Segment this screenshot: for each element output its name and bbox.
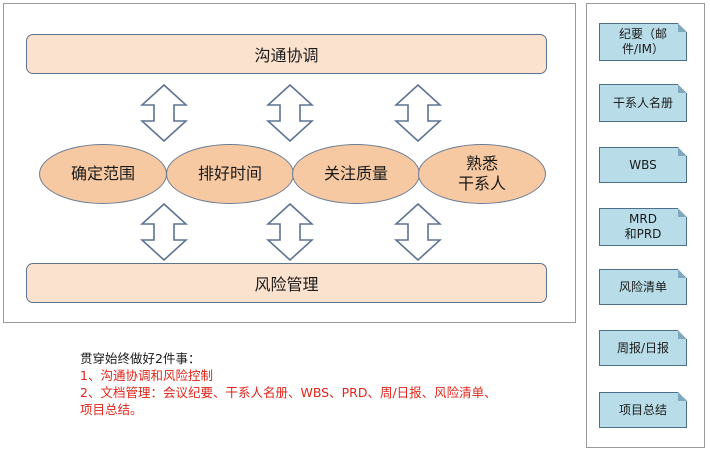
- stakeholders-label: 熟悉 干系人: [457, 154, 506, 193]
- double-arrow-icon: [140, 84, 188, 142]
- stakeholders-node: 熟悉 干系人: [418, 144, 546, 204]
- double-arrow-icon: [394, 203, 442, 261]
- doc-risk-list-label: 风险清单: [618, 279, 667, 294]
- doc-minutes: 纪要（邮件/IM）: [599, 23, 687, 61]
- schedule-label: 排好时间: [197, 164, 262, 183]
- doc-summary: 项目总结: [599, 392, 687, 428]
- double-arrow-icon: [266, 203, 314, 261]
- doc-reports: 周报/日报: [599, 330, 687, 366]
- note-item-1: 1、沟通协调和风险控制: [80, 368, 213, 383]
- communication-bar: 沟通协调: [26, 34, 547, 74]
- communication-label: 沟通协调: [254, 46, 319, 65]
- double-arrow-icon: [140, 203, 188, 261]
- schedule-node: 排好时间: [166, 144, 294, 204]
- risk-management-label: 风险管理: [254, 275, 319, 294]
- doc-summary-label: 项目总结: [618, 402, 667, 417]
- doc-wbs: WBS: [599, 147, 687, 183]
- quality-node: 关注质量: [292, 144, 420, 204]
- doc-stakeholder-register-label: 干系人名册: [612, 95, 673, 110]
- double-arrow-icon: [266, 84, 314, 142]
- summary-note: 贯穿始终做好2件事： 1、沟通协调和风险控制 2、文档管理：会议纪要、干系人名册…: [80, 350, 560, 418]
- note-heading: 贯穿始终做好2件事：: [80, 351, 201, 366]
- doc-reports-label: 周报/日报: [616, 340, 670, 355]
- double-arrow-icon: [394, 84, 442, 142]
- note-item-2: 2、文档管理：会议纪要、干系人名册、WBS、PRD、周/日报、风险清单、: [80, 385, 497, 400]
- doc-minutes-label: 纪要（邮件/IM）: [618, 27, 667, 56]
- note-item-2-continued: 项目总结。: [80, 402, 143, 417]
- doc-stakeholder-register: 干系人名册: [599, 84, 687, 122]
- doc-mrd-prd-label: MRD 和PRD: [624, 212, 662, 241]
- doc-risk-list: 风险清单: [599, 269, 687, 305]
- doc-wbs-label: WBS: [629, 157, 657, 172]
- quality-label: 关注质量: [323, 164, 388, 183]
- doc-mrd-prd: MRD 和PRD: [599, 208, 687, 246]
- risk-management-bar: 风险管理: [26, 263, 547, 303]
- define-scope-label: 确定范围: [70, 164, 135, 183]
- define-scope-node: 确定范围: [39, 144, 167, 204]
